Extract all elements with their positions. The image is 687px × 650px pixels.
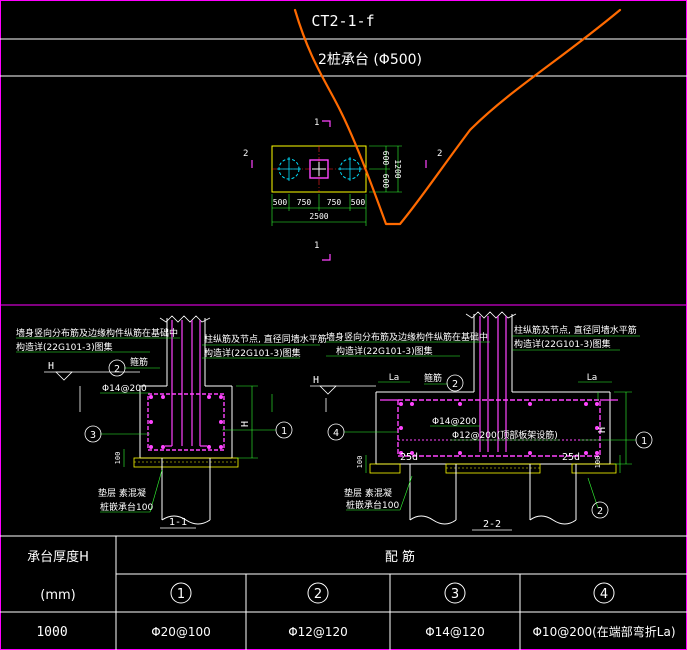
plan-dim-750-left: 750 — [297, 198, 312, 207]
table-thickness-value: 1000 — [36, 625, 67, 640]
plan-view: 1 1 2 2 500 750 750 500 2500 600 600 120… — [243, 118, 442, 261]
plan-dim-600-top: 600 — [381, 151, 390, 166]
section-mark-2-left: 2 — [243, 149, 248, 159]
sec1-note-right-ref: 构造详(22G101-3)图集 — [204, 347, 301, 359]
sec1-note-ref: 构造详(22G101-3)图集 — [16, 341, 113, 353]
sec2-25d-left: 25d — [400, 452, 418, 463]
sec2-callout-1: 1 — [641, 436, 647, 447]
table-header-unit: (mm) — [40, 588, 75, 603]
sec2-note-right-ref: 构造详(22G101-3)图集 — [514, 338, 611, 350]
table-callout-2: 2 — [314, 587, 322, 602]
table-header-thickness: 承台厚度H — [27, 549, 89, 565]
table-header-rebar: 配 筋 — [385, 549, 415, 565]
sec2-la-right: La — [587, 373, 598, 383]
sec1-title: 1-1 — [169, 517, 187, 528]
sec2-dim-H: H — [597, 427, 608, 433]
sec1-note-top: 墙身竖向分布筋及边缘构件纵筋在基础中 — [16, 327, 178, 339]
sec2-note-top: 墙身竖向分布筋及边缘构件纵筋在基础中 — [326, 331, 488, 343]
sec1-ground-H: H — [48, 361, 54, 372]
plan-dim-750-right: 750 — [327, 198, 342, 207]
sec2-callout-4: 4 — [333, 428, 339, 439]
sec1-label-stirrup: 箍筋 — [130, 356, 148, 368]
sec1-pile-embed: 桩嵌承台100 — [100, 501, 153, 513]
sec2-title: 2-2 — [483, 519, 501, 530]
sec1-bar-14: Φ14@200 — [102, 384, 147, 394]
sec2-callout-2-bottom: 2 — [597, 506, 603, 517]
sec2-note-right-top: 柱纵筋及节点, 直径同墙水平筋 — [514, 324, 637, 336]
plan-dim-1200: 1200 — [393, 159, 402, 178]
sec2-label-stirrup: 箍筋 — [424, 372, 442, 384]
sec2-dim-100-right: 100 — [594, 456, 602, 469]
sec2-25d-right: 25d — [562, 452, 580, 463]
sec2-ground-H: H — [313, 375, 319, 386]
table-callout-3: 3 — [451, 587, 459, 602]
sec2-bar-14: Φ14@200 — [432, 417, 477, 427]
table-callout-4: 4 — [600, 587, 608, 602]
sec2-la-left: La — [389, 373, 400, 383]
plan-dim-600-bottom: 600 — [381, 174, 390, 189]
sec1-callout-2: 2 — [114, 364, 120, 375]
table-rebar-2: Φ12@120 — [288, 625, 348, 639]
section-mark-2-right: 2 — [437, 149, 442, 159]
sec2-note-ref: 构造详(22G101-3)图集 — [336, 345, 433, 357]
table-callout-1: 1 — [177, 587, 185, 602]
table-rebar-1: Φ20@100 — [151, 625, 211, 639]
drawing-code: CT2-1-f — [311, 12, 374, 30]
sec1-dim-H: H — [240, 421, 251, 427]
sec1-dim-100: 100 — [114, 452, 122, 465]
sec2-dim-100-left: 100 — [356, 456, 364, 469]
sec1-cushion: 垫层 素混凝 — [98, 487, 146, 499]
orange-annotation-stroke — [293, 8, 622, 226]
plan-dim-500-left: 500 — [273, 198, 288, 207]
sec1-note-right-top: 柱纵筋及节点, 直径同墙水平筋 — [204, 333, 327, 345]
drawing-subtitle: 2桩承台 (Φ500) — [318, 51, 422, 68]
plan-dim-total: 2500 — [309, 212, 328, 221]
section-mark-1-top: 1 — [314, 118, 319, 128]
sec1-callout-3: 3 — [90, 430, 96, 441]
sec2-cushion: 垫层 素混凝 — [344, 487, 392, 499]
rebar-table — [0, 535, 687, 650]
column-center — [309, 159, 329, 179]
table-rebar-3: Φ14@120 — [425, 625, 485, 639]
section-mark-1-bottom: 1 — [314, 241, 319, 251]
sec2-bar-12: Φ12@200(顶部板架设筋) — [452, 429, 558, 441]
section-2-2: H La La H 100 100 25d 25d — [310, 311, 653, 531]
sec1-callout-1: 1 — [281, 426, 287, 437]
sec2-pile-embed: 桩嵌承台100 — [346, 499, 399, 511]
section-1-1: H H 100 墙身竖向分布筋及边缘构件纵筋在基础中 构造详(22G — [16, 315, 327, 529]
sec2-callout-2-top: 2 — [452, 379, 458, 390]
title-rows — [0, 38, 687, 77]
plan-dim-500-right: 500 — [351, 198, 366, 207]
table-rebar-4: Φ10@200(在端部弯折La) — [532, 624, 675, 639]
